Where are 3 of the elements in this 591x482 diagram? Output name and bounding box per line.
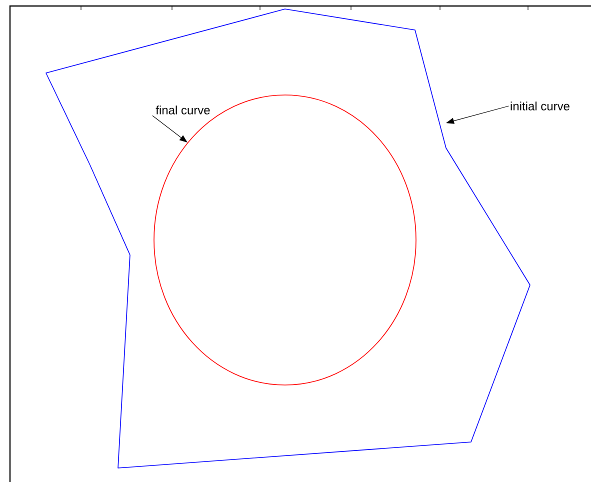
curve-label: final curve: [156, 106, 210, 114]
final-curve: [154, 94, 416, 386]
curve-label: initial curve: [510, 102, 570, 110]
